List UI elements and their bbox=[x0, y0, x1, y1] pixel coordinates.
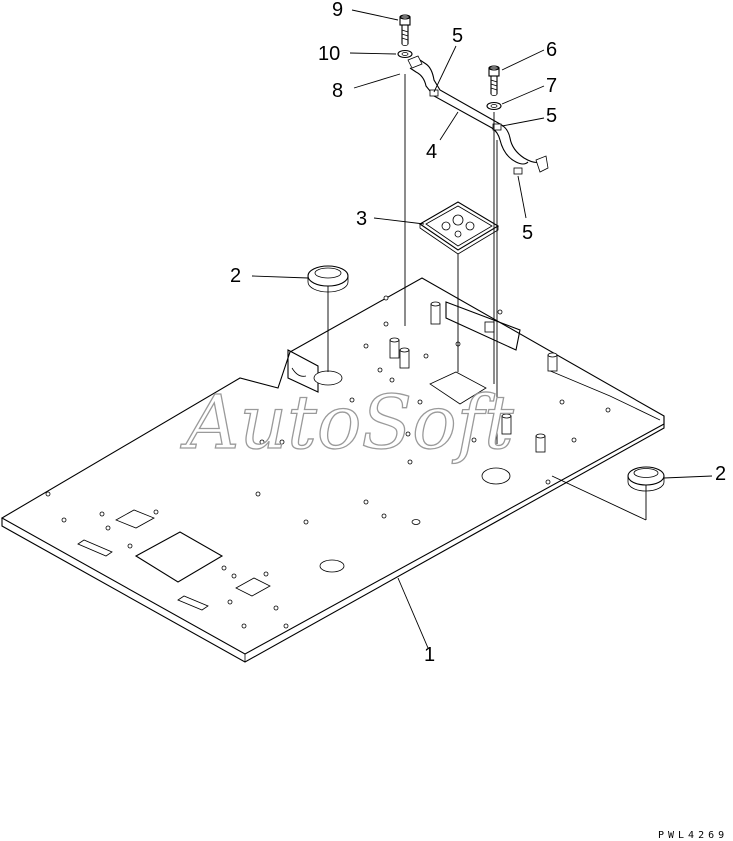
bolt-9 bbox=[399, 14, 411, 46]
cover-plate bbox=[418, 201, 500, 255]
callout-8: 8 bbox=[332, 80, 343, 102]
standoff-posts bbox=[389, 301, 558, 453]
washer-10 bbox=[397, 49, 413, 59]
floor-plate bbox=[0, 277, 665, 663]
callout-2-left: 2 bbox=[230, 265, 241, 287]
callout-1: 1 bbox=[424, 644, 435, 666]
callout-6: 6 bbox=[546, 39, 557, 61]
leader-lines bbox=[251, 9, 713, 649]
callout-4: 4 bbox=[426, 141, 437, 163]
washer-7 bbox=[486, 101, 502, 111]
watermark: AutoSoft bbox=[180, 380, 514, 466]
callout-3: 3 bbox=[356, 208, 367, 230]
bolt-6 bbox=[488, 65, 500, 96]
assembly-lines bbox=[327, 74, 647, 521]
callout-5-top: 5 bbox=[452, 25, 463, 47]
bolt-holes bbox=[45, 295, 611, 629]
callout-5-right: 5 bbox=[546, 105, 557, 127]
wiring-harness bbox=[407, 55, 549, 175]
drawing-code: PWL4269 bbox=[658, 830, 728, 841]
callout-5-bottom: 5 bbox=[522, 222, 533, 244]
callout-9: 9 bbox=[332, 0, 343, 21]
callout-10: 10 bbox=[318, 43, 340, 65]
callout-2-right: 2 bbox=[715, 463, 726, 485]
callout-7: 7 bbox=[546, 75, 557, 97]
